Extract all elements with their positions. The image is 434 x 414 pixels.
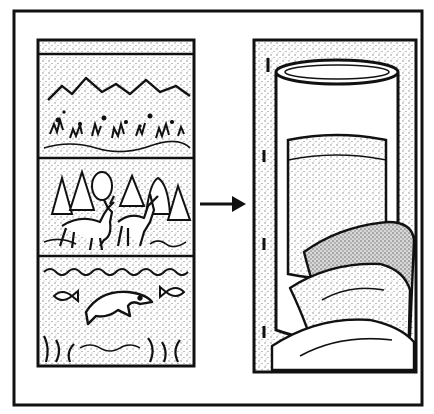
- scene-forest: [40, 160, 192, 254]
- scene-sea: [40, 258, 192, 364]
- left-panel: [38, 40, 194, 366]
- top-strip: [40, 42, 192, 52]
- scene-mountains: [40, 56, 192, 156]
- right-panel: [254, 40, 416, 372]
- canister-top: [276, 60, 398, 84]
